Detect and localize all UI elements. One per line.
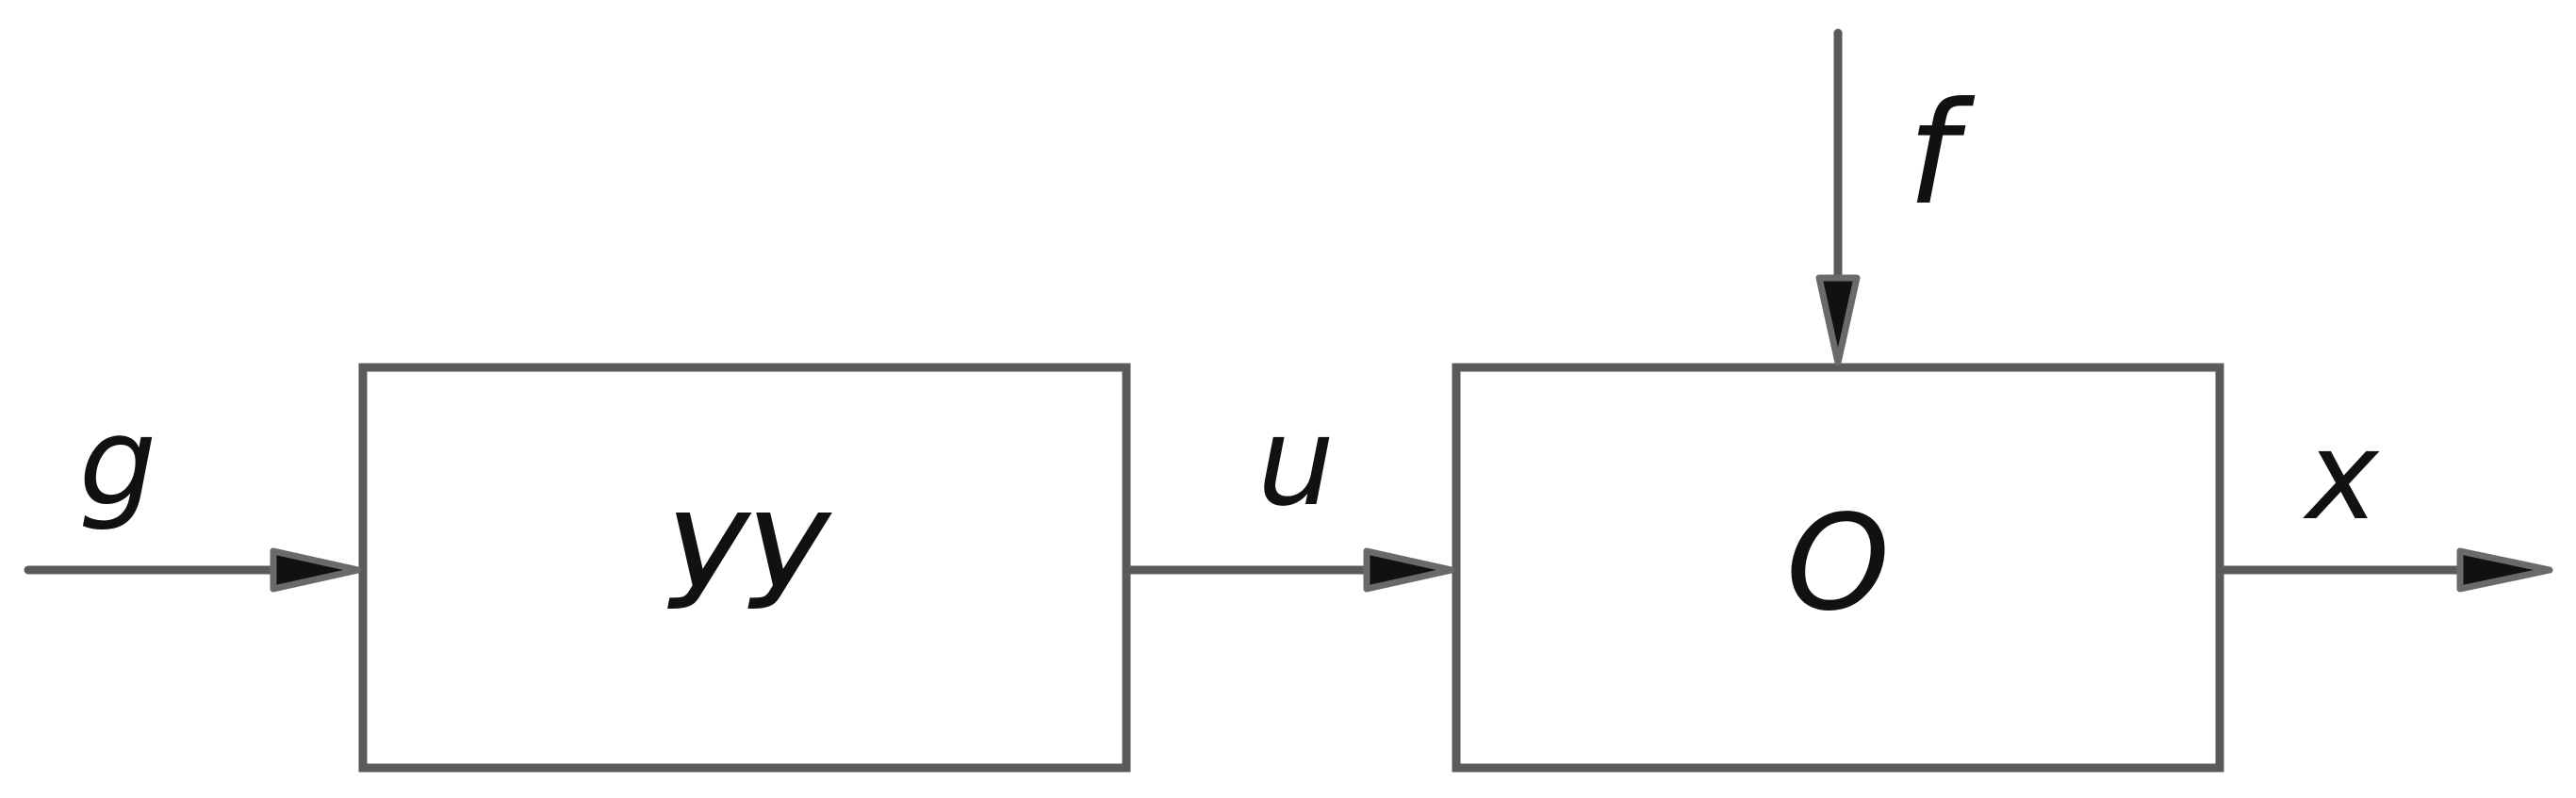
setpoint-arrowhead — [270, 547, 362, 593]
control-arrowhead — [1363, 547, 1455, 593]
controller-block — [358, 363, 1131, 773]
disturbance-label: f — [1908, 73, 1976, 236]
control-label: u — [1257, 390, 1335, 533]
setpoint-label: g — [79, 390, 157, 533]
output-label: x — [2303, 404, 2381, 547]
plant-label: О — [1786, 487, 1890, 641]
plant-block — [1452, 363, 2224, 773]
controller-label: УУ — [665, 487, 832, 641]
output-arrowhead — [2456, 547, 2553, 593]
disturbance-arrowhead — [1815, 274, 1861, 366]
